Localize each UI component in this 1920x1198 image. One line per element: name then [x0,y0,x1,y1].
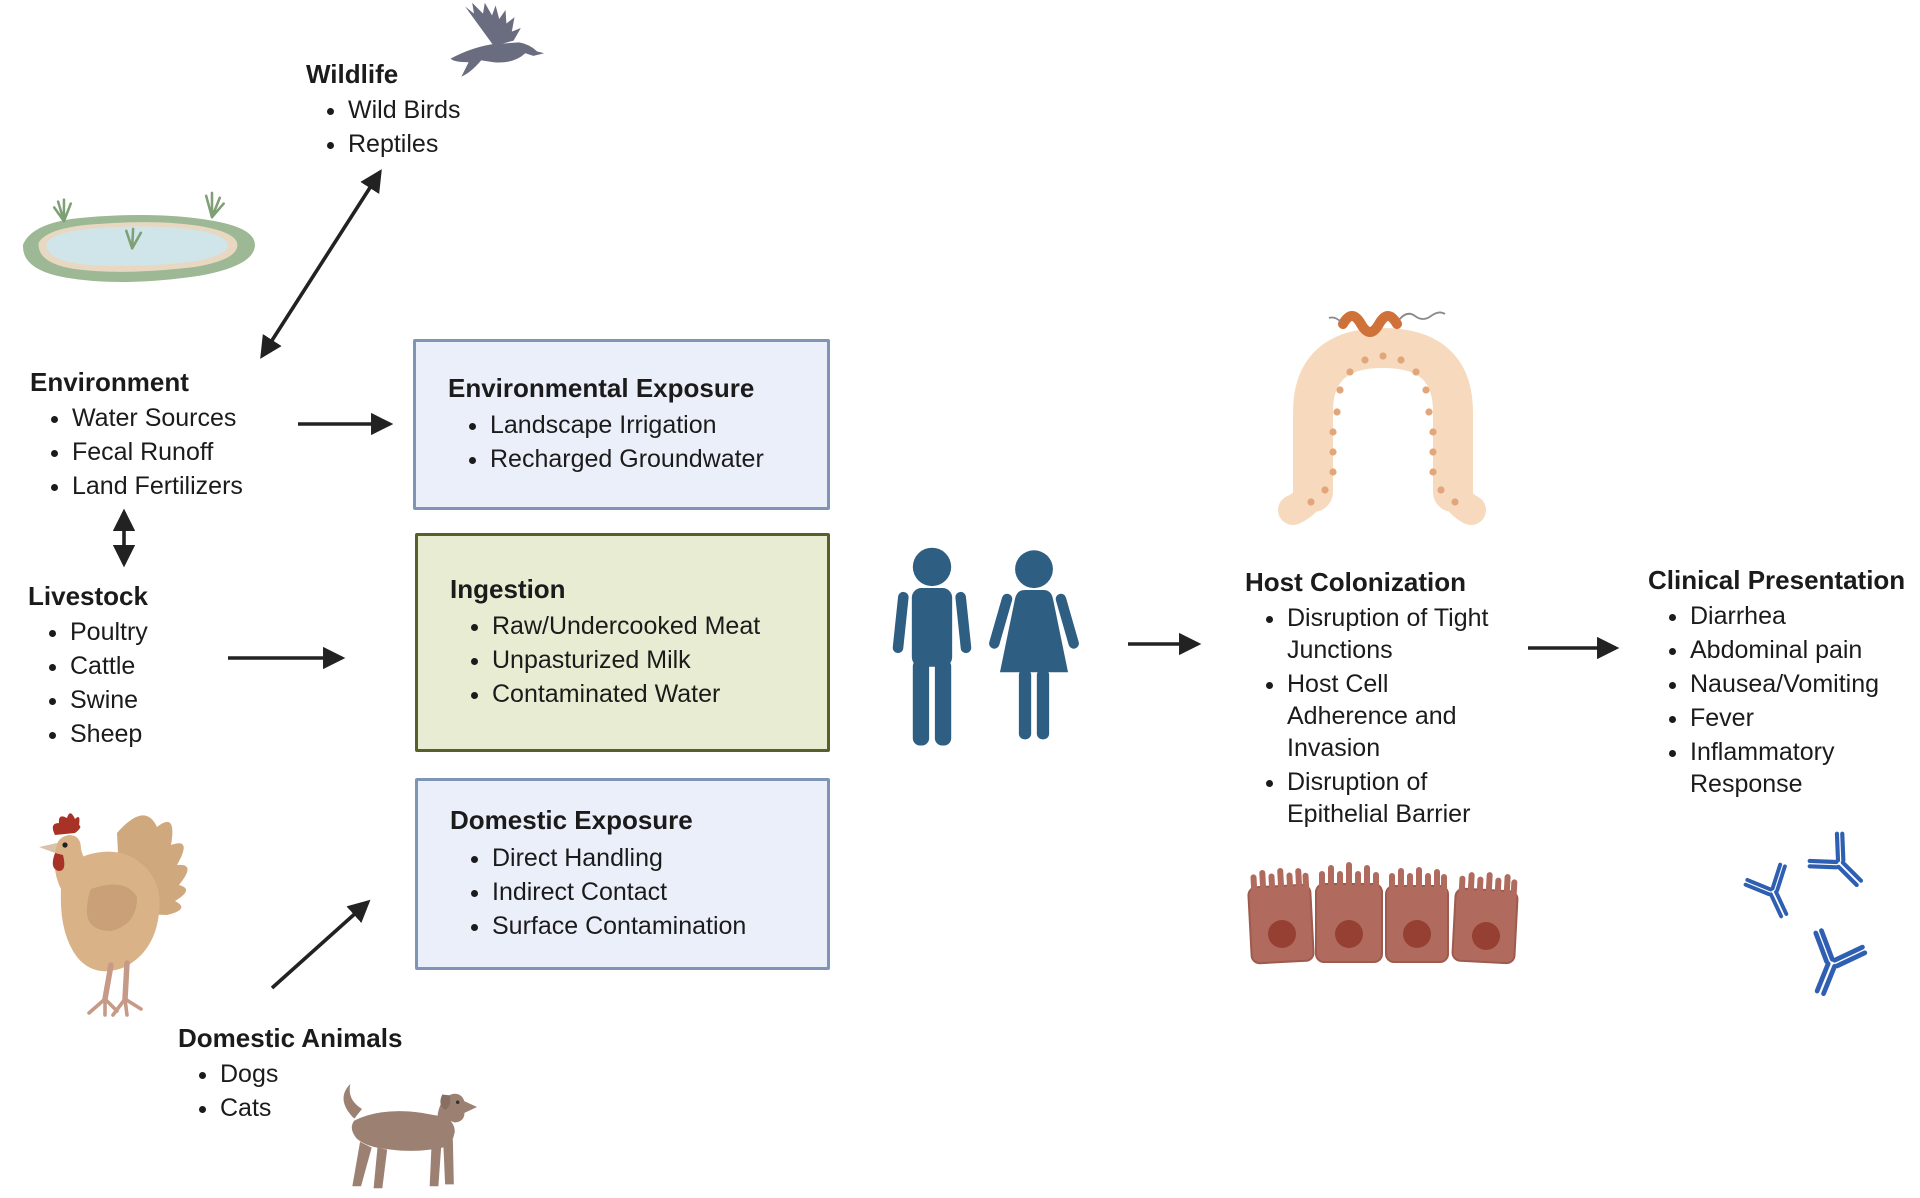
livestock-list: PoultryCattleSwineSheep [28,616,148,750]
ingestion-list: Raw/Undercooked MeatUnpasturized MilkCon… [450,608,813,712]
list-item: Indirect Contact [492,876,813,908]
list-item: Disruption of Epithelial Barrier [1287,766,1499,830]
antibody-icon [1813,928,1868,997]
list-item: Nausea/Vomiting [1690,668,1920,700]
environment-section: Environment Water SourcesFecal RunoffLan… [30,366,243,504]
list-item: Swine [70,684,148,716]
wildlife-section: Wildlife Wild BirdsReptiles [306,58,461,162]
wildlife-title: Wildlife [306,59,399,89]
list-item: Raw/Undercooked Meat [492,610,813,642]
woman-icon [989,550,1079,740]
wildlife-list: Wild BirdsReptiles [306,94,461,160]
list-item: Cattle [70,650,148,682]
clinical-presentation-title: Clinical Presentation [1648,565,1906,595]
list-item: Wild Birds [348,94,461,126]
list-item: Reptiles [348,128,461,160]
list-item: Contaminated Water [492,678,813,710]
list-item: Direct Handling [492,842,813,874]
man-icon [892,547,972,746]
wild-bird-icon [450,2,545,77]
domestic-exposure-box: Domestic Exposure Direct HandlingIndirec… [415,778,830,970]
list-item: Abdominal pain [1690,634,1920,666]
list-item: Inflammatory Response [1690,736,1920,800]
arrow-domestic-to-exposure [270,899,371,990]
environmental-exposure-box: Environmental Exposure Landscape Irrigat… [413,339,830,510]
list-item: Diarrhea [1690,600,1920,632]
ingestion-box: Ingestion Raw/Undercooked MeatUnpasturiz… [415,533,830,752]
arrow-environment-wildlife [260,169,382,359]
list-item: Sheep [70,718,148,750]
list-item: Recharged Groundwater [490,443,813,475]
domestic-animals-list: DogsCats [178,1058,402,1124]
host-colonization-list: Disruption of Tight JunctionsHost Cell A… [1245,602,1499,830]
ingestion-title: Ingestion [450,573,566,604]
domestic-exposure-list: Direct HandlingIndirect ContactSurface C… [450,840,813,944]
list-item: Fever [1690,702,1920,734]
environmental-exposure-list: Landscape IrrigationRecharged Groundwate… [448,407,813,477]
epithelial-cells-icon [1247,862,1519,965]
environmental-exposure-title: Environmental Exposure [448,372,755,403]
pond-icon [22,191,255,283]
list-item: Unpasturized Milk [492,644,813,676]
livestock-section: Livestock PoultryCattleSwineSheep [28,580,148,752]
host-colonization-section: Host Colonization Disruption of Tight Ju… [1245,566,1535,832]
list-item: Poultry [70,616,148,648]
list-item: Fecal Runoff [72,436,243,468]
dog-icon [343,1083,478,1189]
chicken-icon [39,813,188,1017]
list-item: Host Cell Adherence and Invasion [1287,668,1499,764]
clinical-presentation-section: Clinical Presentation DiarrheaAbdominal … [1648,564,1920,802]
antibody-icon [1743,862,1789,919]
domestic-animals-section: Domestic Animals DogsCats [178,1022,402,1126]
villus-bacterium-icon [1278,311,1486,525]
clinical-presentation-list: DiarrheaAbdominal painNausea/VomitingFev… [1648,600,1920,800]
environment-title: Environment [30,367,189,397]
list-item: Surface Contamination [492,910,813,942]
domestic-animals-title: Domestic Animals [178,1023,403,1053]
list-item: Disruption of Tight Junctions [1287,602,1499,666]
antibody-icon [1807,831,1864,888]
environment-list: Water SourcesFecal RunoffLand Fertilizer… [30,402,243,502]
list-item: Land Fertilizers [72,470,243,502]
livestock-title: Livestock [28,581,148,611]
domestic-exposure-title: Domestic Exposure [450,805,693,836]
list-item: Landscape Irrigation [490,409,813,441]
list-item: Water Sources [72,402,243,434]
list-item: Cats [220,1092,402,1124]
list-item: Dogs [220,1058,402,1090]
host-colonization-title: Host Colonization [1245,567,1466,597]
